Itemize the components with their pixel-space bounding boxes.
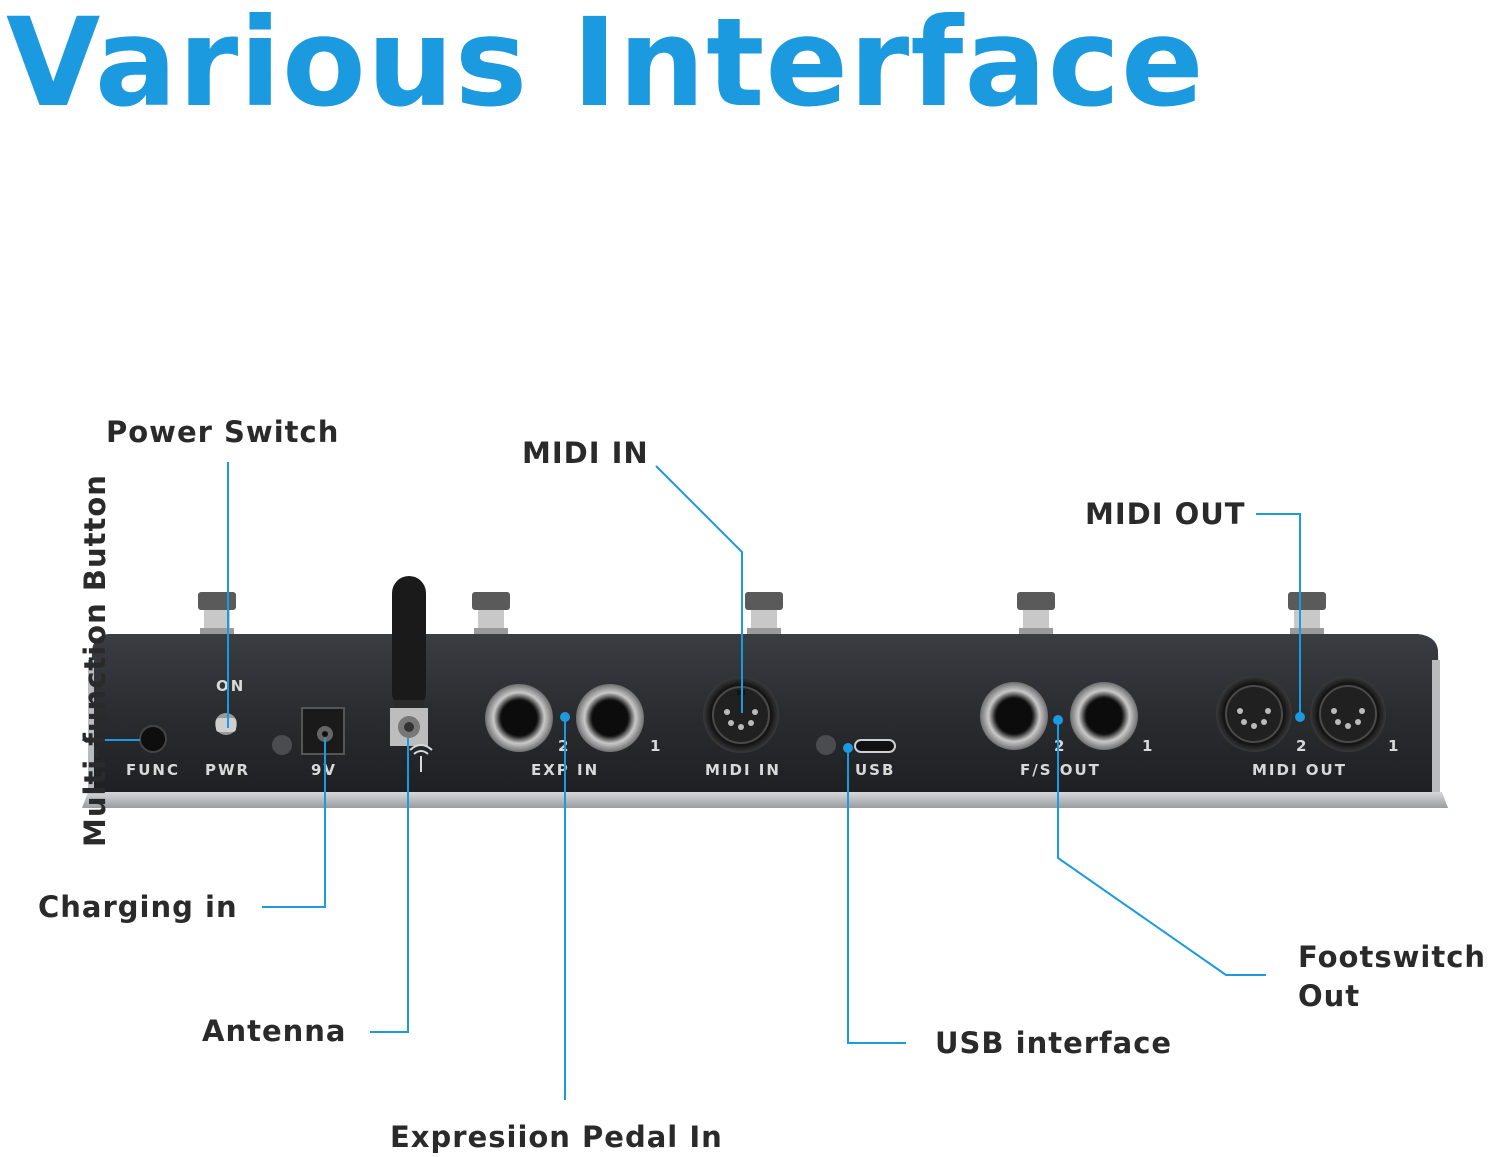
callout-footswitch-line1: Footswitch [1298, 940, 1487, 974]
wireless-icon [409, 744, 433, 772]
antenna-icon [390, 576, 428, 746]
nine-v-label: 9V [311, 761, 337, 779]
mo-2-label: 2 [1296, 737, 1308, 755]
fs-1-label: 1 [1142, 737, 1154, 755]
leader-charging [262, 738, 326, 908]
footswitch-knob-3 [745, 592, 783, 636]
leader-footswitch [1057, 720, 1266, 976]
callout-multi-function: Multi-function Button [78, 474, 112, 847]
usb-label: USB [855, 761, 895, 779]
callout-dots [560, 712, 1305, 753]
midi-in-label: MIDI IN [705, 761, 781, 779]
on-label: ON [216, 677, 245, 695]
footswitch-knob-2 [472, 592, 510, 636]
footswitch-knob-5 [1288, 592, 1326, 636]
callout-charging-in: Charging in [38, 890, 238, 924]
callout-antenna: Antenna [202, 1014, 347, 1048]
midi-out-port-1[interactable] [1310, 676, 1386, 752]
power-switch[interactable] [215, 713, 237, 735]
callout-footswitch-line2: Out [1298, 979, 1361, 1014]
callout-usb-interface: USB interface [935, 1026, 1173, 1060]
func-button[interactable] [139, 725, 167, 753]
page-title: Various Interface [6, 0, 1205, 134]
status-led [272, 735, 292, 755]
callout-footswitch-out: Footswitch Out [1298, 938, 1486, 1016]
exp-in-jack-1[interactable] [576, 684, 644, 752]
footswitch-knob-1 [198, 592, 236, 636]
exp-1-label: 1 [650, 737, 662, 755]
callout-expression-pedal: Expresiion Pedal In [390, 1120, 723, 1154]
leader-antenna [370, 738, 409, 1033]
midi-out-label: MIDI OUT [1252, 761, 1347, 779]
callout-midi-out: MIDI OUT [1085, 497, 1246, 531]
fs-2-label: 2 [1054, 737, 1066, 755]
dc-jack[interactable] [301, 707, 345, 755]
leader-midi-in [655, 465, 743, 713]
callout-power-switch: Power Switch [106, 415, 340, 449]
callout-midi-in: MIDI IN [522, 436, 649, 470]
usb-led [816, 735, 836, 755]
func-label: FUNC [126, 761, 180, 779]
leader-midi-out [1256, 513, 1301, 717]
fs-out-jack-1[interactable] [1070, 682, 1138, 750]
pwr-label: PWR [205, 761, 250, 779]
midi-out-port-2[interactable] [1216, 676, 1292, 752]
footswitch-knobs [198, 592, 1326, 636]
leader-usb [847, 748, 906, 1044]
exp-2-label: 2 [558, 737, 570, 755]
mo-1-label: 1 [1388, 737, 1400, 755]
exp-in-jack-2[interactable] [485, 684, 553, 752]
device-base [82, 792, 1448, 808]
usb-port[interactable] [854, 739, 896, 753]
fs-out-jack-2[interactable] [980, 682, 1048, 750]
callout-lines [82, 462, 1301, 1100]
fs-out-label: F/S OUT [1020, 761, 1101, 779]
footswitch-knob-4 [1017, 592, 1055, 636]
